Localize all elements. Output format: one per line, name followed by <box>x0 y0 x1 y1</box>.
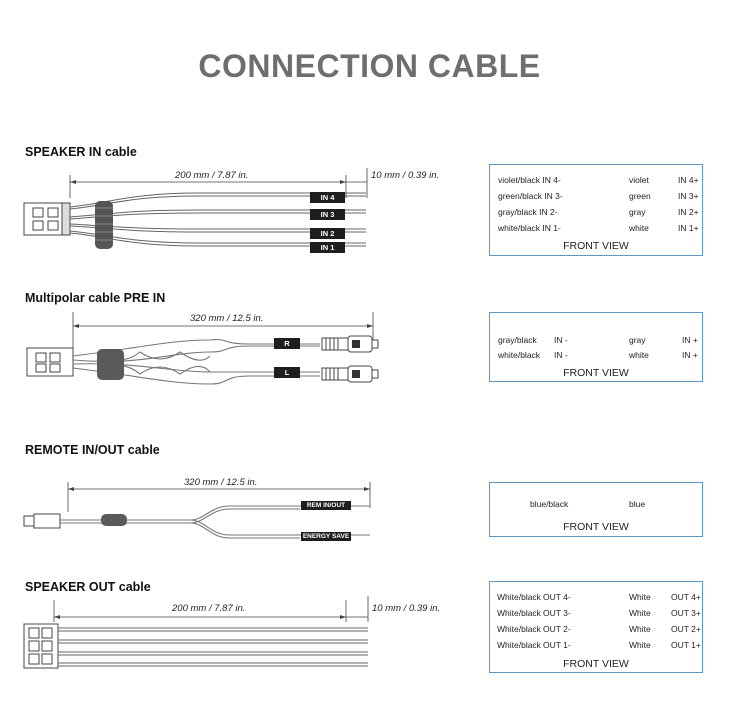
pin-label: OUT 2+ <box>671 624 701 634</box>
tag-in2: IN 2 <box>310 228 345 239</box>
pin-label: IN 3+ <box>678 191 699 201</box>
speaker-out-connector <box>23 623 59 669</box>
front-view-label: FRONT VIEW <box>563 367 629 379</box>
pin-color: white <box>629 350 649 360</box>
remote-title: REMOTE IN/OUT cable <box>25 443 160 457</box>
pin-label: IN - <box>554 350 568 360</box>
pin-label: IN 4+ <box>678 175 699 185</box>
pin-color: White <box>629 608 651 618</box>
pin-label: IN - <box>554 335 568 345</box>
pre-in-rca-plugs <box>321 335 379 383</box>
pin-color: violet <box>629 175 649 185</box>
speaker-in-tip-length: 10 mm / 0.39 in. <box>371 170 440 181</box>
pin-label: OUT 1+ <box>671 640 701 650</box>
tag-rem-in-out: REM IN/OUT <box>301 501 351 510</box>
pin-label: OUT 1- <box>543 640 571 650</box>
remote-front-view: blue/black blue FRONT VIEW <box>489 482 703 537</box>
tag-l: L <box>274 367 300 378</box>
speaker-in-sleeve <box>95 201 113 249</box>
front-view-label: FRONT VIEW <box>563 658 629 670</box>
pin-color: gray <box>629 335 646 345</box>
pin-label: white/black IN 1- <box>498 223 561 233</box>
pin-label: IN 2+ <box>678 207 699 217</box>
pin-color: White <box>629 640 651 650</box>
speaker-out-tip-length: 10 mm / 0.39 in. <box>372 603 441 614</box>
speaker-out-dimension <box>53 596 369 622</box>
pin-color: gray/black <box>498 335 537 345</box>
pre-in-front-view: gray/black white/black IN - IN - gray wh… <box>489 312 703 382</box>
pin-label: IN 1+ <box>678 223 699 233</box>
remote-length: 320 mm / 12.5 in. <box>184 477 258 488</box>
pin-color: green <box>629 191 651 201</box>
speaker-in-connector <box>23 202 71 236</box>
pin-color: blue <box>629 499 646 509</box>
speaker-in-front-view: violet/black IN 4- green/black IN 3- gra… <box>489 164 703 256</box>
pin-color: White/black <box>497 592 541 602</box>
pin-color: White <box>629 624 651 634</box>
tag-r: R <box>274 338 300 349</box>
speaker-out-length: 200 mm / 7.87 in. <box>172 603 246 614</box>
pin-color: White/black <box>497 608 541 618</box>
speaker-in-wires <box>69 192 366 247</box>
speaker-out-wires <box>58 627 368 667</box>
pin-color: White/black <box>497 624 541 634</box>
pin-label: OUT 3+ <box>671 608 701 618</box>
pin-label: OUT 4- <box>543 592 571 602</box>
remote-wires <box>60 505 370 539</box>
pin-label: IN + <box>682 350 698 360</box>
speaker-in-title: SPEAKER IN cable <box>25 145 137 159</box>
pin-color: gray <box>629 207 646 217</box>
speaker-in-dimension <box>69 168 368 198</box>
tag-in3: IN 3 <box>310 209 345 220</box>
remote-dimension <box>67 482 371 512</box>
speaker-in-length: 200 mm / 7.87 in. <box>175 170 249 181</box>
pin-label: IN + <box>682 335 698 345</box>
pin-color: white <box>629 223 649 233</box>
pre-in-title: Multipolar cable PRE IN <box>25 291 166 305</box>
front-view-label: FRONT VIEW <box>563 521 629 533</box>
speaker-out-front-view: White/black White/black White/black Whit… <box>489 581 703 673</box>
tag-in4: IN 4 <box>310 192 345 203</box>
pre-in-length: 320 mm / 12.5 in. <box>190 313 264 324</box>
pin-label: green/black IN 3- <box>498 191 563 201</box>
pin-color: white/black <box>498 350 541 360</box>
tag-energy-save: ENERGY SAVE <box>301 532 351 541</box>
pin-label: OUT 3- <box>543 608 571 618</box>
remote-connector <box>23 513 127 529</box>
front-view-label: FRONT VIEW <box>563 240 629 252</box>
pin-color: White/black <box>497 640 541 650</box>
pin-label: OUT 4+ <box>671 592 701 602</box>
pin-color: White <box>629 592 651 602</box>
speaker-out-title: SPEAKER OUT cable <box>25 580 151 594</box>
pin-label: gray/black IN 2- <box>498 207 558 217</box>
pin-label: OUT 2- <box>543 624 571 634</box>
pin-label: violet/black IN 4- <box>498 175 561 185</box>
pin-color: blue/black <box>530 499 569 509</box>
page-title: CONNECTION CABLE <box>198 48 541 84</box>
pre-in-connector <box>26 347 74 377</box>
pre-in-sleeve <box>97 349 124 380</box>
tag-in1: IN 1 <box>310 242 345 253</box>
